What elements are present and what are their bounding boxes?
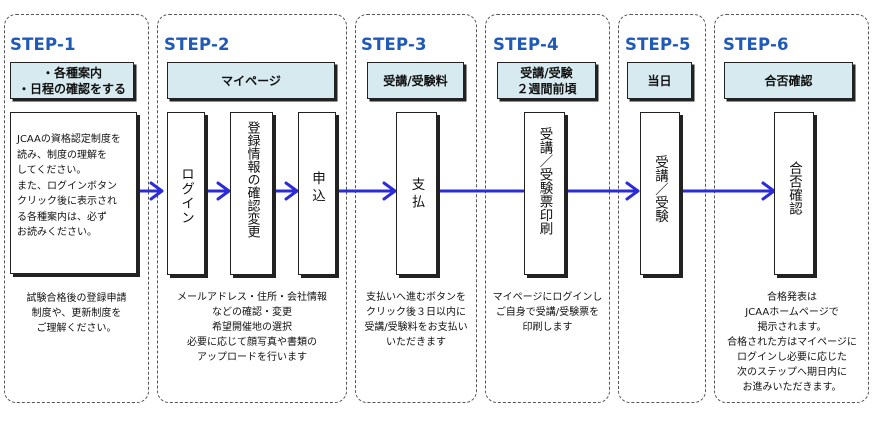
step-6-note-line-6: 次のステップへ期日内に [737,367,847,378]
step-1-header-line-2: ・日程の確認をする [17,81,126,96]
step-4-note-line-3: 印刷します [522,322,573,333]
step-2-column [157,14,347,403]
step-5-attend-text: 受講／受験 [652,155,668,223]
step-3-payment-text: 支払 [408,177,425,212]
step-1-label: STEP-1 [10,35,76,54]
step-4-header-line-2: ２週間前頃 [516,81,577,96]
step-6-note-line-2: JCAAホームページで [745,307,839,318]
step-1-column [4,14,149,403]
step-4-ticket-print-text: 受講／受験票印刷 [536,127,553,235]
step-2-note-line-4: 必要に応じて顔写真や書類の [187,337,317,348]
step-4-ticket-print-box: 受講／受験票印刷 [524,112,565,275]
step-2-apply-box: 申込 [298,112,336,275]
step-2-info-confirm-text: 登録情報の確認変更 [244,121,260,238]
step-5-label: STEP-5 [625,35,691,54]
step-2-label: STEP-2 [164,35,230,54]
step-2-note-line-1: メールアドレス・住所・会社情報 [177,292,327,303]
step-1-note-line-2: 制度や、更新制度を [31,308,122,319]
step-6-column [714,14,869,403]
step-1-note-line-1: 試験合格後の登録申請 [26,293,127,304]
step-6-header-line-1: 合否確認 [764,73,813,88]
step-1-desc-line-4: また、ログインボタン [17,180,117,192]
step-3-label: STEP-3 [361,35,427,54]
step-4-column [485,14,610,403]
step-2-apply-text: 申込 [309,171,325,206]
step-6-note-line-5: ログインし必要に応じた [737,352,847,363]
step-6-note: 合格発表は JCAAホームページで 掲示されます。 合格された方はマイページに … [716,290,868,395]
step-4-note: マイページにログインし ご自身で受講/受験票を 印刷します [485,290,610,335]
step-1-desc-line-3: してください。 [17,165,87,176]
step-1-desc-line-7: お読みください。 [17,227,97,238]
step-1-header: ・各種案内 ・日程の確認をする [10,62,134,99]
step-2-note: メールアドレス・住所・会社情報 などの確認・変更 希望開催地の選択 必要に応じて… [160,290,344,365]
step-2-login-text: ログイン [178,166,194,225]
step-3-note-line-2: クリック後３日以内に [366,307,466,318]
step-3-header: 受講/受験料 [367,62,464,99]
step-6-result-text: 合否確認 [786,161,802,215]
step-1-description-box: JCAAの資格認定制度を 読み、制度の理解を してください。 また、ログインボタ… [10,112,137,274]
step-6-label: STEP-6 [723,35,789,54]
step-1-note-line-3: ご理解ください。 [36,323,117,334]
step-1-desc-line-1: JCAAの資格認定制度を [17,134,121,145]
step-5-attend-box: 受講／受験 [640,112,680,275]
step-1-header-line-1: ・各種案内 [41,65,102,80]
step-2-header-line-1: マイページ [221,73,281,88]
step-6-note-line-3: 掲示されます。 [757,322,827,333]
step-4-note-line-1: マイページにログインし [492,292,603,303]
step-3-header-line-1: 受講/受験料 [383,73,448,88]
step-6-note-line-7: お進みいただきます。 [742,382,842,393]
step-1-desc-line-6: る各種案内は、必ず [17,211,107,223]
step-2-note-line-2: などの確認・変更 [212,307,292,318]
step-5-header: 当日 [627,62,692,99]
step-1-note: 試験合格後の登録申請 制度や、更新制度を ご理解ください。 [8,291,145,336]
step-6-header: 合否確認 [724,62,853,99]
step-4-note-line-2: ご自身で受講/受験票を [495,307,600,318]
step-3-payment-box: 支払 [396,112,437,275]
step-5-header-line-1: 当日 [647,73,672,88]
step-4-header: 受講/受験 ２週間前頃 [497,62,596,99]
step-6-result-box: 合否確認 [774,112,814,275]
step-3-note-line-1: 支払いへ進むボタンを [366,292,466,303]
step-3-column [355,14,477,403]
step-4-header-line-1: 受講/受験 [520,65,573,80]
step-3-note: 支払いへ進むボタンを クリック後３日以内に 受講/受験料をお支払い いただきます [356,290,476,350]
step-2-info-confirm-box: 登録情報の確認変更 [230,112,273,275]
step-2-header: マイページ [167,62,335,99]
step-1-desc-line-2: 読み、制度の理解を [17,149,107,161]
step-6-note-line-1: 合格発表は [767,292,817,303]
step-3-note-line-4: いただきます [386,337,446,348]
step-4-label: STEP-4 [493,35,559,54]
step-6-note-line-4: 合格された方はマイページに [727,337,857,348]
step-2-note-line-3: 希望開催地の選択 [212,322,292,333]
step-5-column [618,14,706,403]
step-3-note-line-3: 受講/受験料をお支払い [364,322,468,333]
step-2-login-box: ログイン [167,112,205,275]
step-2-note-line-5: アップロードを行います [197,352,307,363]
step-1-desc-line-5: クリック後に表示され [17,196,117,207]
